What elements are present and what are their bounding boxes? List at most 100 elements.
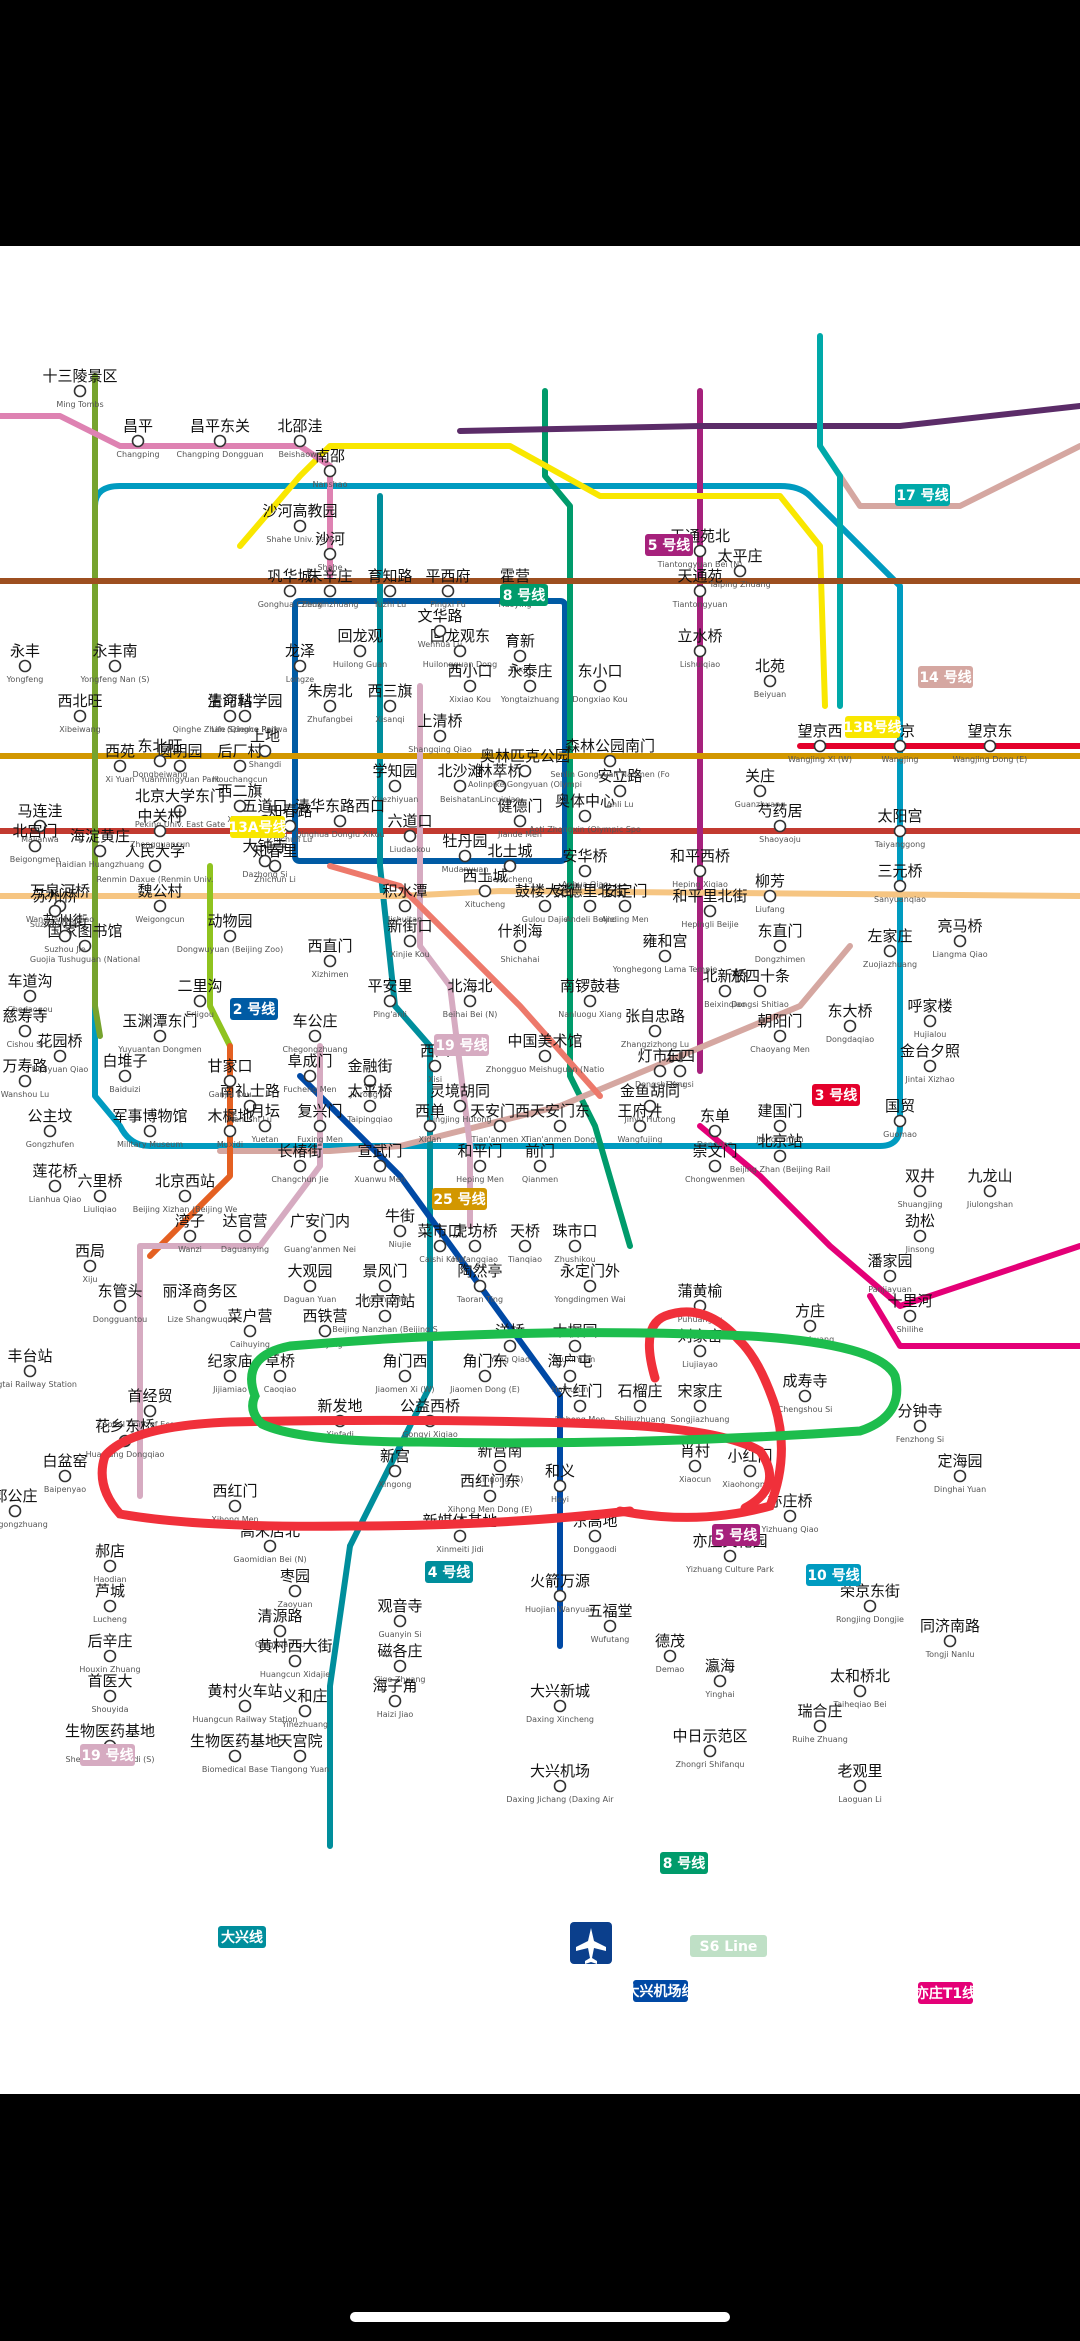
home-indicator[interactable] bbox=[350, 2312, 730, 2322]
station-fengtai-station[interactable]: 丰台站Fengtai Railway Station bbox=[0, 1347, 77, 1389]
